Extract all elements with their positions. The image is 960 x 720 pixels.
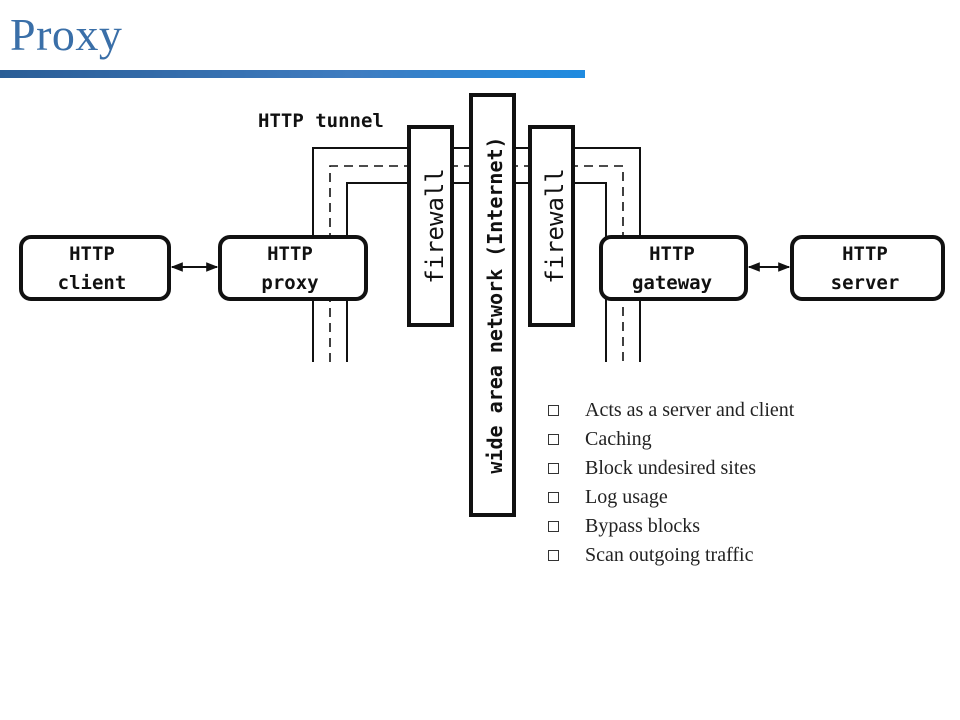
http-client-line1: HTTP	[69, 243, 115, 265]
square-bullet-icon	[548, 550, 559, 561]
http-gateway-line2: gateway	[632, 272, 712, 294]
firewall-right	[528, 125, 575, 327]
http-proxy-line2: proxy	[261, 272, 318, 294]
http-proxy-node	[218, 235, 368, 301]
firewall-left-label: firewall	[421, 168, 449, 284]
http-gateway-line1: HTTP	[649, 243, 695, 265]
list-item: Scan outgoing traffic	[548, 541, 794, 570]
http-proxy-line1: HTTP	[267, 243, 313, 265]
square-bullet-icon	[548, 521, 559, 532]
list-item: Acts as a server and client	[548, 396, 794, 425]
http-server-node	[790, 235, 945, 301]
http-gateway-node	[599, 235, 748, 301]
feature-list: Acts as a server and client Caching Bloc…	[548, 396, 794, 570]
square-bullet-icon	[548, 434, 559, 445]
square-bullet-icon	[548, 492, 559, 503]
title-underline	[0, 70, 585, 78]
firewall-right-label: firewall	[541, 168, 569, 284]
http-client-line2: client	[58, 272, 127, 294]
wan-internet	[469, 93, 516, 517]
tunnel-label: HTTP tunnel	[258, 110, 384, 132]
page-title: Proxy	[10, 9, 123, 60]
square-bullet-icon	[548, 405, 559, 416]
list-item: Bypass blocks	[548, 512, 794, 541]
firewall-left	[407, 125, 454, 327]
list-item: Log usage	[548, 483, 794, 512]
list-item: Block undesired sites	[548, 454, 794, 483]
list-item: Caching	[548, 425, 794, 454]
http-server-line2: server	[831, 272, 900, 294]
http-client-node	[19, 235, 171, 301]
square-bullet-icon	[548, 463, 559, 474]
http-server-line1: HTTP	[842, 243, 888, 265]
wan-label: wide area network (Internet)	[483, 136, 507, 473]
